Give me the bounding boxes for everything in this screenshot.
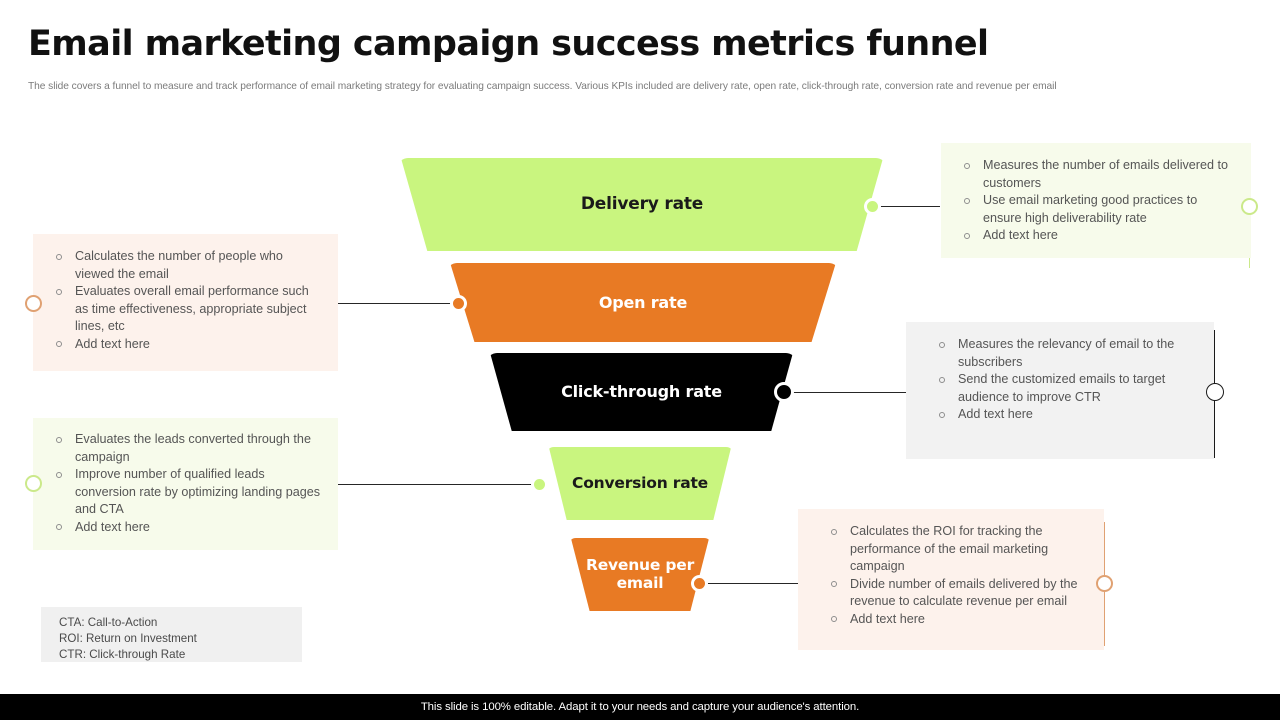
circle-bullet-icon: [831, 528, 837, 535]
list-item: Calculates the number of people who view…: [53, 248, 322, 283]
list-item: Use email marketing good practices to en…: [961, 192, 1235, 227]
funnel-stage-open-rate[interactable]: Open rate: [450, 263, 836, 342]
connector-line-conversion: [338, 484, 538, 485]
page-subtitle: The slide covers a funnel to measure and…: [28, 81, 1057, 92]
legend-line: ROI: Return on Investment: [59, 632, 197, 645]
list-item-text: Add text here: [75, 336, 150, 351]
funnel-stage-conversion-rate[interactable]: Conversion rate: [548, 447, 732, 520]
funnel-stage-label: Revenue per email: [585, 556, 695, 592]
connector-dot-conversion: [531, 476, 548, 493]
footer-bar: This slide is 100% editable. Adapt it to…: [0, 694, 1280, 720]
info-card-conversion-rate: Evaluates the leads converted through th…: [33, 418, 338, 550]
abbreviation-legend: CTA: Call-to-Action ROI: Return on Inves…: [41, 607, 302, 662]
funnel-stage-click-through-rate[interactable]: Click-through rate: [490, 353, 793, 431]
list-item-text: Calculates the number of people who view…: [75, 249, 283, 281]
list-item-text: Divide number of emails delivered by the…: [850, 576, 1078, 609]
circle-bullet-icon: [56, 471, 62, 478]
legend-line: CTR: Click-through Rate: [59, 648, 186, 661]
list-item-text: Measures the relevancy of email to the s…: [958, 337, 1175, 369]
list-item: Calculates the ROI for tracking the perf…: [828, 523, 1088, 576]
list-item: Divide number of emails delivered by the…: [828, 576, 1088, 611]
connector-line-clickthrough: [793, 392, 913, 393]
circle-bullet-icon: [56, 341, 62, 348]
funnel-stage-label: Open rate: [598, 292, 688, 312]
circle-bullet-icon: [56, 436, 62, 443]
connector-rail-dot-revenue: [1096, 575, 1113, 592]
list-item: Improve number of qualified leads conver…: [53, 466, 322, 519]
info-card-list: Calculates the number of people who view…: [53, 248, 322, 354]
list-item-text: Add text here: [983, 228, 1058, 243]
list-item: Add text here: [961, 227, 1235, 245]
circle-bullet-icon: [56, 524, 62, 531]
info-card-revenue-per-email: Calculates the ROI for tracking the perf…: [798, 509, 1104, 650]
circle-bullet-icon: [831, 581, 837, 588]
legend-line: CTA: Call-to-Action: [59, 616, 158, 629]
funnel-stage-label: Conversion rate: [572, 473, 708, 492]
list-item-text: Add text here: [958, 407, 1033, 422]
list-item-text: Evaluates the leads converted through th…: [75, 432, 311, 464]
connector-rail-dot-delivery: [1241, 198, 1258, 215]
info-card-list: Evaluates the leads converted through th…: [53, 431, 322, 537]
list-item: Measures the relevancy of email to the s…: [936, 336, 1198, 371]
list-item: Add text here: [53, 519, 322, 537]
circle-bullet-icon: [939, 411, 945, 418]
circle-bullet-icon: [56, 253, 62, 260]
connector-line-delivery: [878, 206, 940, 207]
list-item-text: Use email marketing good practices to en…: [983, 193, 1198, 225]
circle-bullet-icon: [964, 197, 970, 204]
connector-dot-revenue: [691, 575, 708, 592]
list-item-text: Calculates the ROI for tracking the perf…: [850, 524, 1049, 574]
circle-bullet-icon: [939, 376, 945, 383]
connector-rail-dot-conversion: [25, 475, 42, 492]
info-card-open-rate: Calculates the number of people who view…: [33, 234, 338, 371]
list-item-text: Add text here: [75, 519, 150, 534]
list-item-text: Send the customized emails to target aud…: [958, 372, 1166, 404]
circle-bullet-icon: [964, 162, 970, 169]
circle-bullet-icon: [964, 232, 970, 239]
footer-text: This slide is 100% editable. Adapt it to…: [420, 701, 860, 713]
page-title: Email marketing campaign success metrics…: [28, 24, 989, 64]
connector-dot-clickthrough: [774, 382, 794, 402]
info-card-list: Calculates the ROI for tracking the perf…: [828, 523, 1088, 629]
connector-rail-dot-open: [25, 295, 42, 312]
list-item: Evaluates overall email performance such…: [53, 283, 322, 336]
info-card-list: Measures the relevancy of email to the s…: [936, 336, 1198, 424]
info-card-list: Measures the number of emails delivered …: [961, 157, 1235, 245]
circle-bullet-icon: [831, 616, 837, 623]
connector-line-open: [338, 303, 458, 304]
list-item-text: Add text here: [850, 611, 925, 626]
list-item: Add text here: [936, 406, 1198, 424]
connector-dot-open: [450, 295, 467, 312]
circle-bullet-icon: [56, 288, 62, 295]
funnel-stage-label: Click-through rate: [561, 382, 722, 402]
list-item: Add text here: [53, 336, 322, 354]
circle-bullet-icon: [939, 341, 945, 348]
connector-line-revenue: [706, 583, 806, 584]
list-item: Measures the number of emails delivered …: [961, 157, 1235, 192]
list-item: Send the customized emails to target aud…: [936, 371, 1198, 406]
list-item: Add text here: [828, 611, 1088, 629]
info-card-click-through-rate: Measures the relevancy of email to the s…: [906, 322, 1214, 459]
funnel-stage-label: Delivery rate: [580, 193, 704, 214]
list-item-text: Measures the number of emails delivered …: [983, 158, 1229, 190]
funnel-stage-revenue-per-email[interactable]: Revenue per email: [570, 538, 710, 611]
connector-rail-dot-clickthrough: [1206, 383, 1224, 401]
info-card-delivery-rate: Measures the number of emails delivered …: [941, 143, 1251, 258]
list-item-text: Evaluates overall email performance such…: [75, 284, 309, 334]
list-item-text: Improve number of qualified leads conver…: [75, 467, 321, 517]
funnel-stage-delivery-rate[interactable]: Delivery rate: [400, 158, 884, 251]
connector-dot-delivery: [864, 198, 881, 215]
list-item: Evaluates the leads converted through th…: [53, 431, 322, 466]
